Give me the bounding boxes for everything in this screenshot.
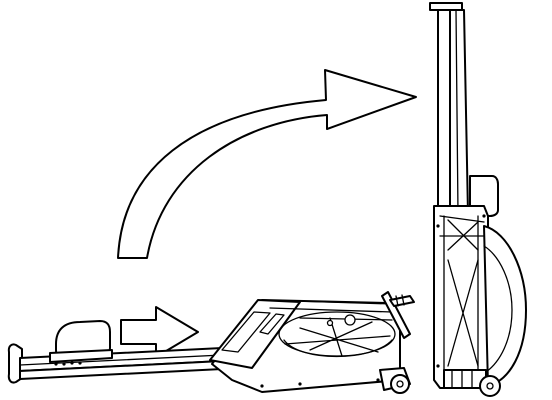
tank-curve bbox=[483, 245, 513, 373]
flat-rower bbox=[7, 291, 415, 394]
stored-wheel-hub bbox=[486, 382, 494, 390]
frame-struts bbox=[439, 215, 485, 387]
bolt bbox=[326, 319, 334, 327]
folded-rower bbox=[429, 2, 527, 397]
base-bolt bbox=[260, 384, 264, 388]
upright-rail-right bbox=[449, 9, 469, 215]
foot-strap bbox=[221, 311, 271, 353]
tank-paddles bbox=[284, 317, 391, 357]
stored-bolt bbox=[482, 214, 486, 218]
seat-wheel-dot bbox=[62, 362, 66, 366]
seat-wheel-dot bbox=[70, 361, 74, 365]
seat-base bbox=[49, 349, 113, 363]
stored-tank bbox=[483, 225, 527, 387]
front-wheel-hub bbox=[396, 380, 404, 388]
handle-top bbox=[389, 295, 415, 307]
seat-wheel-dot bbox=[54, 362, 58, 366]
base-bolt bbox=[376, 378, 380, 382]
straight-arrow bbox=[120, 306, 199, 358]
stored-bolt bbox=[436, 364, 440, 368]
handle-grip bbox=[395, 294, 405, 307]
curved-arrow bbox=[117, 69, 417, 259]
foot-lines bbox=[451, 369, 473, 389]
frame-cross bbox=[447, 219, 479, 367]
upright-rail-left bbox=[437, 9, 451, 215]
curved-arrow-shape bbox=[117, 69, 417, 259]
base-bolt bbox=[298, 382, 302, 386]
stored-bolt bbox=[436, 224, 440, 228]
handle-post bbox=[381, 291, 411, 339]
seat-wheel-dot bbox=[78, 361, 82, 365]
straight-arrow-shape bbox=[120, 306, 199, 358]
monitor-box bbox=[259, 313, 285, 335]
rail-center-line bbox=[455, 9, 459, 215]
tank-cap bbox=[344, 314, 356, 326]
tank-rim bbox=[283, 339, 393, 358]
rail-top-cap bbox=[429, 2, 463, 11]
